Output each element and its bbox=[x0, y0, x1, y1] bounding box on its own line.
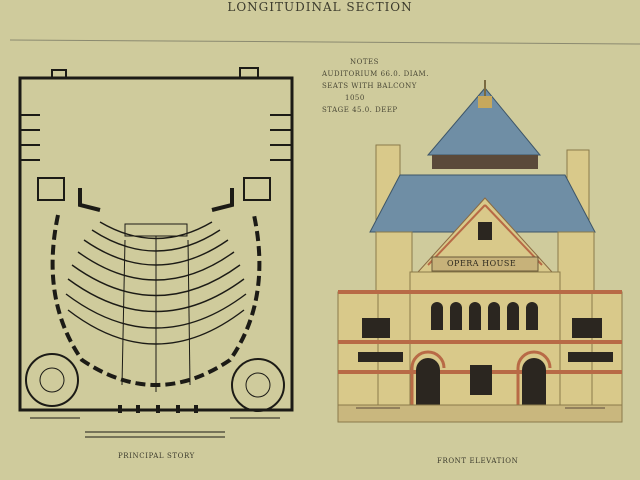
elevation-caption: FRONT ELEVATION bbox=[437, 457, 519, 465]
elevation-arched-windows bbox=[431, 302, 538, 330]
elevation-sign-board bbox=[431, 256, 539, 272]
plan-orchestra-pit bbox=[124, 223, 188, 237]
elevation-plinth bbox=[337, 404, 623, 423]
front-elevation bbox=[337, 80, 623, 423]
floor-plan bbox=[18, 67, 294, 438]
elevation-side-windows bbox=[358, 318, 613, 395]
plan-spiral-stair-left bbox=[25, 353, 79, 407]
plan-proscenium bbox=[78, 188, 234, 212]
plan-entrance-steps bbox=[30, 417, 280, 438]
sheet-border-line bbox=[9, 39, 640, 45]
plan-caption: PRINCIPAL STORY bbox=[118, 452, 195, 460]
elevation-lantern-band bbox=[432, 155, 538, 169]
sheet-title: LONGITUDINAL SECTION bbox=[227, 0, 413, 14]
plan-lobby-columns bbox=[118, 405, 198, 413]
notes-seats-count: 1050 bbox=[345, 94, 365, 102]
notes-stage: STAGE 45.0. DEEP bbox=[322, 106, 398, 114]
notes-auditorium: AUDITORIUM 66.0. DIAM. bbox=[322, 70, 429, 78]
notes-heading: NOTES bbox=[350, 58, 379, 66]
plan-aisles bbox=[121, 236, 191, 392]
elevation-finial bbox=[478, 96, 492, 108]
plan-side-niches bbox=[20, 114, 292, 161]
plan-outer-walls bbox=[18, 76, 294, 412]
opera-house-sign: OPERA HOUSE bbox=[447, 259, 517, 268]
notes-seats: SEATS WITH BALCONY bbox=[322, 82, 417, 90]
plan-spiral-stair-right bbox=[231, 358, 285, 412]
plan-stair-right bbox=[243, 177, 271, 201]
elevation-doors bbox=[410, 350, 552, 412]
plan-stair-left bbox=[37, 177, 65, 201]
